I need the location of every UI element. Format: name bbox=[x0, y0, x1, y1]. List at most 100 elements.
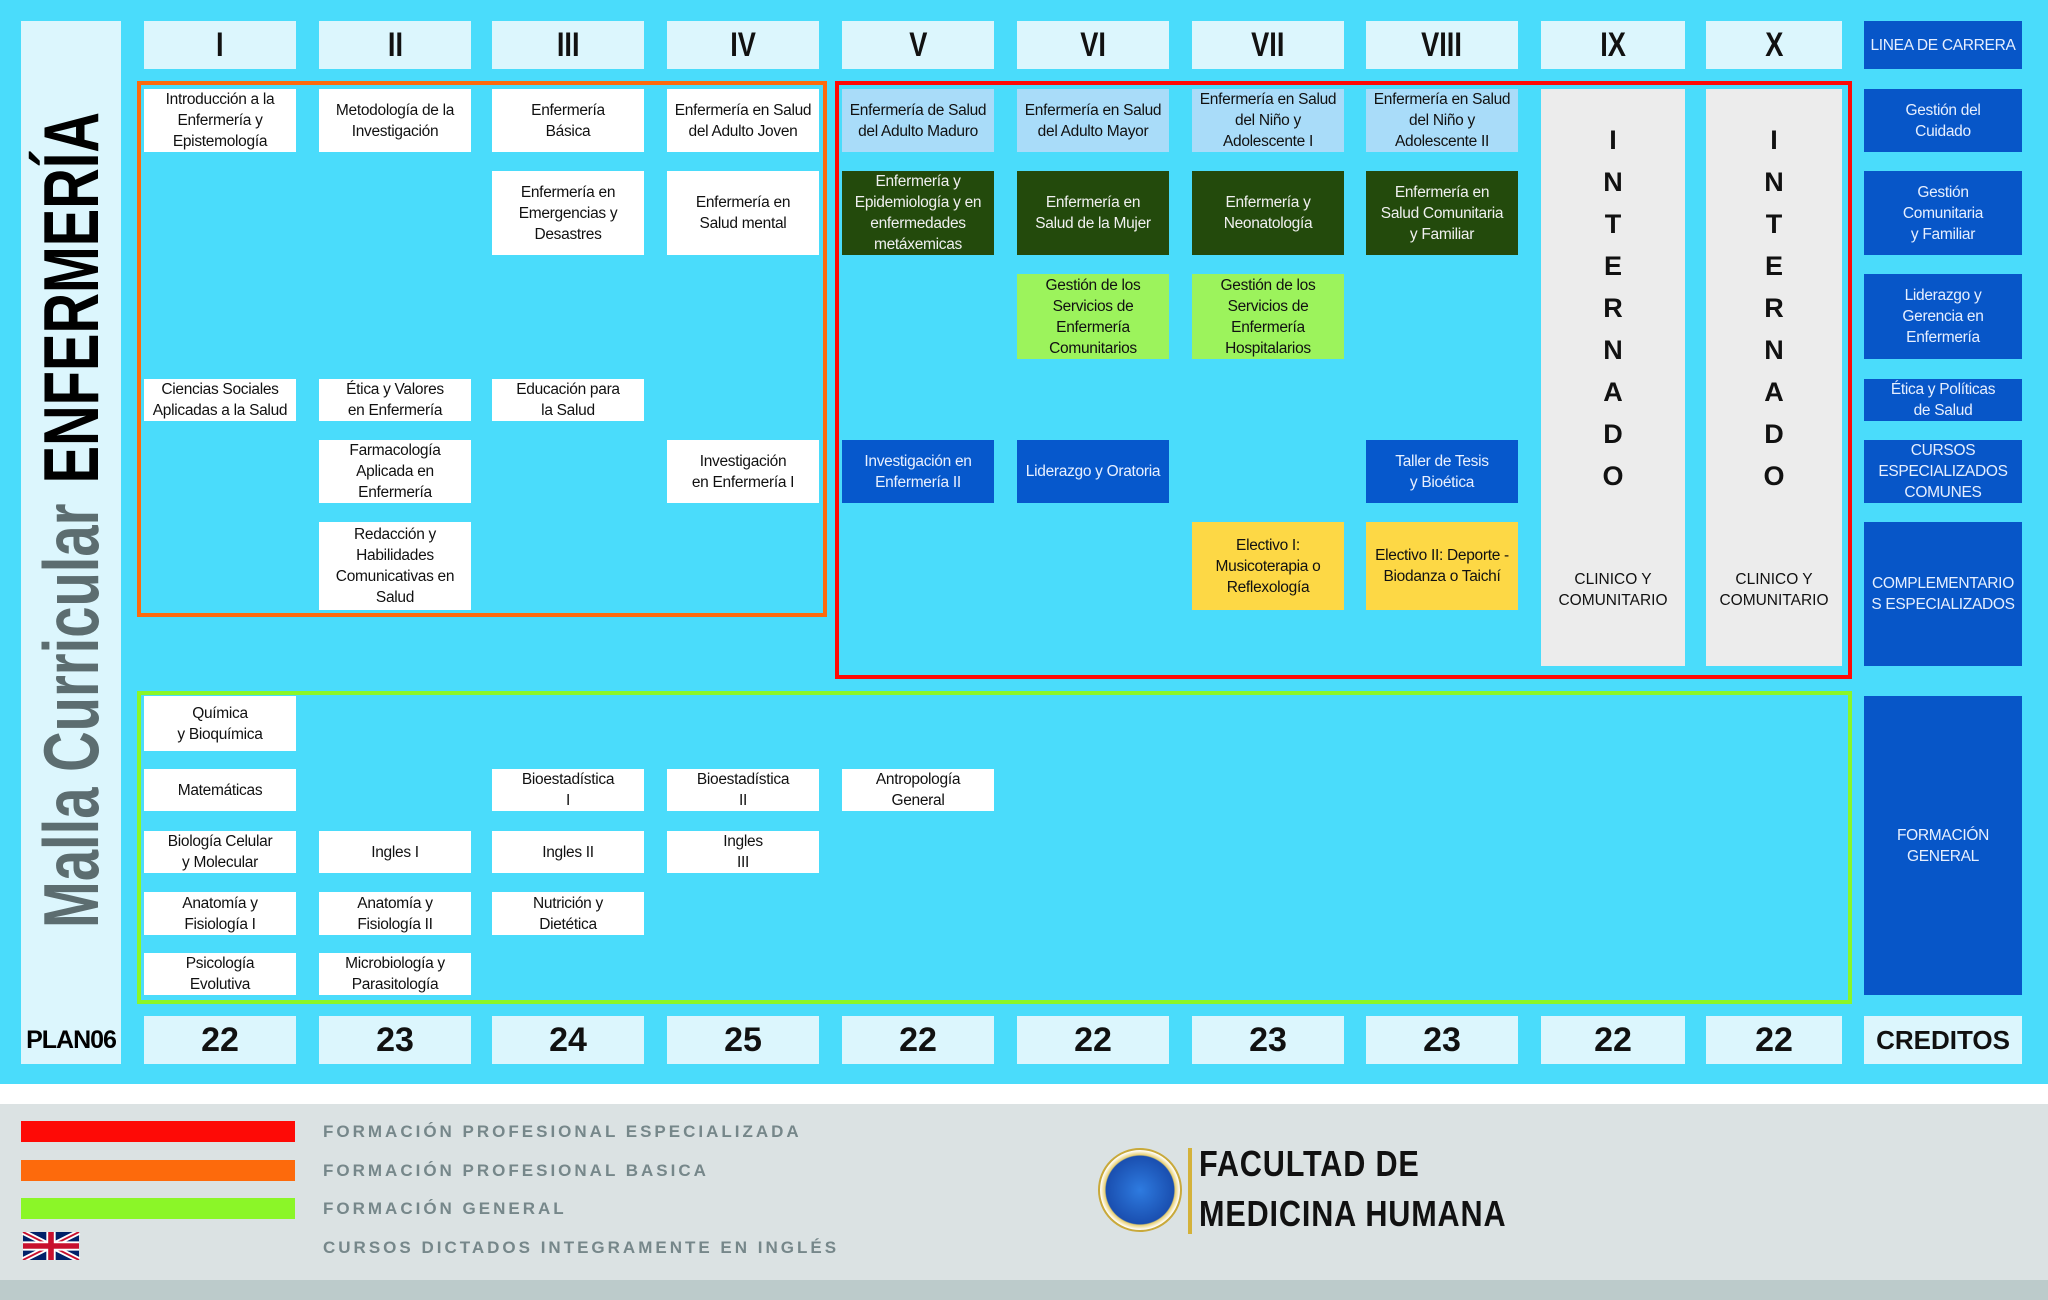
legend-footer bbox=[0, 1104, 2048, 1280]
course-cell[interactable]: Antropología General bbox=[842, 769, 994, 811]
course-cell[interactable]: Enfermería de Salud del Adulto Maduro bbox=[842, 89, 994, 152]
course-cell[interactable]: Ingles III bbox=[667, 831, 819, 873]
semester-header: VIII bbox=[1366, 21, 1518, 69]
career-line-item: CURSOS ESPECIALIZADOS COMUNES bbox=[1864, 440, 2022, 503]
semester-credits: 22 bbox=[1017, 1016, 1169, 1064]
semester-numeral: III bbox=[556, 25, 580, 64]
title-strip bbox=[21, 21, 121, 1064]
semester-credits: 23 bbox=[1366, 1016, 1518, 1064]
career-line-item: Gestión Comunitaria y Familiar bbox=[1864, 171, 2022, 255]
semester-header: IX bbox=[1541, 21, 1685, 69]
semester-numeral: IX bbox=[1600, 25, 1626, 64]
course-cell[interactable]: Educación para la Salud bbox=[492, 379, 644, 421]
uk-flag-icon bbox=[21, 1229, 81, 1263]
career-line-item: FORMACIÓN GENERAL bbox=[1864, 696, 2022, 995]
course-cell[interactable]: Electivo II: Deporte - Biodanza o Taichí bbox=[1366, 522, 1518, 610]
course-cell[interactable]: Ingles II bbox=[492, 831, 644, 873]
semester-credits: 22 bbox=[1706, 1016, 1842, 1064]
basic-training-frame bbox=[137, 81, 827, 617]
course-cell[interactable]: Redacción y Habilidades Comunicativas en… bbox=[319, 522, 471, 610]
course-cell[interactable]: Gestión de los Servicios de Enfermería C… bbox=[1017, 274, 1169, 359]
footer-strip bbox=[0, 1280, 2048, 1300]
course-cell[interactable]: Anatomía y Fisiología II bbox=[319, 892, 471, 935]
semester-header: IV bbox=[667, 21, 819, 69]
course-cell[interactable]: Introducción a la Enfermería y Epistemol… bbox=[144, 89, 296, 152]
semester-header: V bbox=[842, 21, 994, 69]
course-cell[interactable]: Bioestadística I bbox=[492, 769, 644, 811]
semester-header: VI bbox=[1017, 21, 1169, 69]
title-part2: ENFERMERÍA bbox=[27, 112, 115, 484]
semester-header: X bbox=[1706, 21, 1842, 69]
legend-label-english: CURSOS DICTADOS INTEGRAMENTE EN INGLÉS bbox=[323, 1238, 840, 1257]
credits-label: CREDITOS bbox=[1864, 1016, 2022, 1064]
course-cell[interactable]: Gestión de los Servicios de Enfermería H… bbox=[1192, 274, 1344, 359]
course-cell[interactable]: Farmacología Aplicada en Enfermería bbox=[319, 440, 471, 503]
semester-header: III bbox=[492, 21, 644, 69]
semester-numeral: IV bbox=[730, 25, 756, 64]
course-cell[interactable]: Enfermería en Salud del Adulto Mayor bbox=[1017, 89, 1169, 152]
course-cell[interactable]: Taller de Tesis y Bioética bbox=[1366, 440, 1518, 503]
career-line-item: COMPLEMENTARIO S ESPECIALIZADOS bbox=[1864, 522, 2022, 666]
career-line-header: LINEA DE CARRERA bbox=[1864, 21, 2022, 69]
semester-credits: 25 bbox=[667, 1016, 819, 1064]
legend-label-specialized: FORMACIÓN PROFESIONAL ESPECIALIZADA bbox=[323, 1122, 802, 1141]
specialized-training-frame bbox=[835, 81, 1852, 679]
legend-label-basic: FORMACIÓN PROFESIONAL BASICA bbox=[323, 1161, 709, 1180]
legend-swatch-specialized bbox=[21, 1121, 295, 1142]
semester-credits: 23 bbox=[1192, 1016, 1344, 1064]
legend-label-general: FORMACIÓN GENERAL bbox=[323, 1199, 567, 1218]
course-cell[interactable]: Enfermería en Salud de la Mujer bbox=[1017, 171, 1169, 255]
semester-header: VII bbox=[1192, 21, 1344, 69]
semester-numeral: VIII bbox=[1421, 25, 1463, 64]
course-cell[interactable]: Bioestadística II bbox=[667, 769, 819, 811]
internship-column[interactable]: INTERNADO CLINICO Y COMUNITARIO bbox=[1541, 89, 1685, 666]
semester-credits: 22 bbox=[144, 1016, 296, 1064]
course-cell[interactable]: Anatomía y Fisiología I bbox=[144, 892, 296, 935]
course-cell[interactable]: Enfermería en Salud Comunitaria y Famili… bbox=[1366, 171, 1518, 255]
course-cell[interactable]: Investigación en Enfermería I bbox=[667, 440, 819, 503]
course-cell[interactable]: Enfermería en Salud del Niño y Adolescen… bbox=[1192, 89, 1344, 152]
semester-numeral: VII bbox=[1251, 25, 1285, 64]
course-cell[interactable]: Enfermería Básica bbox=[492, 89, 644, 152]
course-cell[interactable]: Ciencias Sociales Aplicadas a la Salud bbox=[144, 379, 296, 421]
career-line-item: Liderazgo y Gerencia en Enfermería bbox=[1864, 274, 2022, 359]
semester-header: II bbox=[319, 21, 471, 69]
career-line-item: Gestión del Cuidado bbox=[1864, 89, 2022, 152]
course-cell[interactable]: Matemáticas bbox=[144, 769, 296, 811]
semester-numeral: X bbox=[1764, 25, 1784, 64]
plan-label: PLAN06 bbox=[26, 1025, 117, 1054]
legend-swatch-general bbox=[21, 1198, 295, 1219]
legend-swatch-basic bbox=[21, 1160, 295, 1181]
general-training-frame bbox=[137, 691, 1852, 1004]
course-cell[interactable]: Enfermería y Neonatología bbox=[1192, 171, 1344, 255]
title-part1: Malla Curricular bbox=[27, 503, 115, 928]
course-cell[interactable]: Enfermería en Salud del Niño y Adolescen… bbox=[1366, 89, 1518, 152]
course-cell[interactable]: Química y Bioquímica bbox=[144, 696, 296, 751]
internship-label: INTERNADO bbox=[1602, 125, 1624, 491]
semester-credits: 24 bbox=[492, 1016, 644, 1064]
internship-type: CLINICO Y COMUNITARIO bbox=[1719, 571, 1829, 609]
course-cell[interactable]: Enfermería en Emergencias y Desastres bbox=[492, 171, 644, 255]
course-cell[interactable]: Microbiología y Parasitología bbox=[319, 953, 471, 995]
course-cell[interactable]: Ética y Valores en Enfermería bbox=[319, 379, 471, 421]
faculty-name-line2: MEDICINA HUMANA bbox=[1199, 1193, 1507, 1234]
course-cell[interactable]: Ingles I bbox=[319, 831, 471, 873]
course-cell[interactable]: Metodología de la Investigación bbox=[319, 89, 471, 152]
course-cell[interactable]: Enfermería y Epidemiología y en enfermed… bbox=[842, 171, 994, 255]
semester-numeral: I bbox=[216, 25, 224, 64]
course-cell[interactable]: Nutrición y Dietética bbox=[492, 892, 644, 935]
course-cell[interactable]: Biología Celular y Molecular bbox=[144, 831, 296, 873]
semester-credits: 22 bbox=[1541, 1016, 1685, 1064]
semester-credits: 22 bbox=[842, 1016, 994, 1064]
internship-type: CLINICO Y COMUNITARIO bbox=[1558, 571, 1668, 609]
university-seal-logo bbox=[1098, 1148, 1182, 1232]
course-cell[interactable]: Enfermería en Salud del Adulto Joven bbox=[667, 89, 819, 152]
course-cell[interactable]: Psicología Evolutiva bbox=[144, 953, 296, 995]
course-cell[interactable]: Investigación en Enfermería II bbox=[842, 440, 994, 503]
course-cell[interactable]: Enfermería en Salud mental bbox=[667, 171, 819, 255]
semester-credits: 23 bbox=[319, 1016, 471, 1064]
course-cell[interactable]: Electivo I: Musicoterapia o Reflexología bbox=[1192, 522, 1344, 610]
course-cell[interactable]: Liderazgo y Oratoria bbox=[1017, 440, 1169, 503]
semester-numeral: V bbox=[908, 25, 928, 64]
